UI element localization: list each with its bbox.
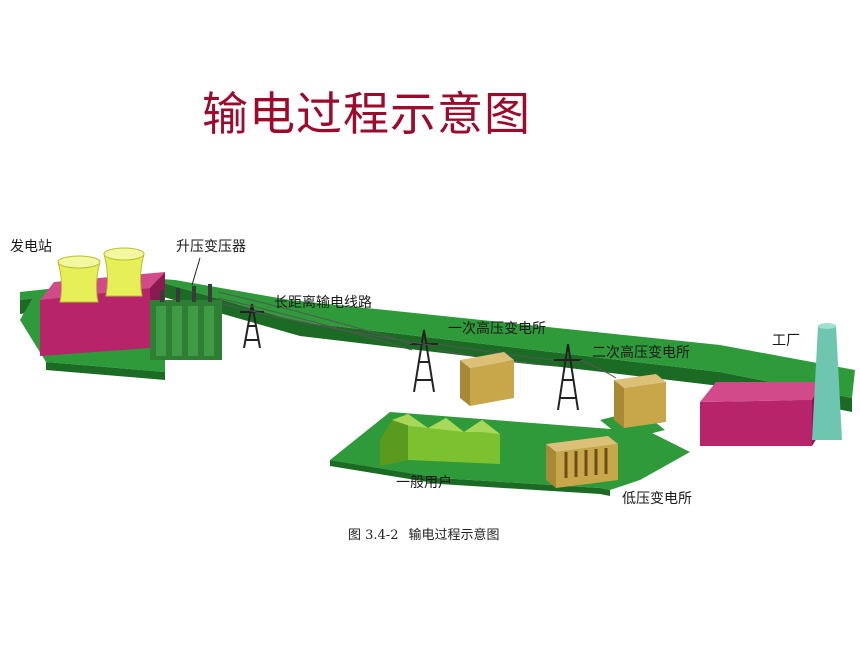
figure-caption: 图 3.4-2 输电过程示意图 (348, 524, 510, 543)
cooling-tower-icon (57, 255, 101, 303)
households (380, 414, 500, 466)
long-distance-power-lines (217, 291, 617, 379)
secondary-hv-substation (614, 374, 666, 428)
label-power-plant: 发电站 (10, 239, 52, 255)
label-primary-hv-substation: 一次高压变电所 (448, 321, 546, 337)
label-step-up-transformer: 升压变压器 (176, 239, 246, 255)
factory-chimney-icon (812, 323, 842, 440)
cooling-tower-icon (103, 247, 145, 297)
factory (700, 323, 842, 446)
power-plant (40, 247, 165, 356)
transmission-tower-icon (554, 343, 582, 411)
label-lv-substation: 低压变电所 (622, 491, 692, 507)
figure-number: 图 3.4-2 (348, 528, 399, 543)
label-factory: 工厂 (772, 333, 800, 349)
label-long-distance-line: 长距离输电线路 (274, 295, 372, 311)
transmission-tower-icon (410, 329, 438, 393)
label-households: 一般用户 (396, 475, 452, 491)
lv-substation (546, 436, 618, 488)
transmission-tower-icon (240, 303, 264, 349)
step-up-transformer (150, 257, 222, 360)
primary-hv-substation (460, 352, 514, 406)
figure-caption-text: 输电过程示意图 (408, 528, 500, 543)
label-secondary-hv-substation: 二次高压变电所 (592, 345, 690, 361)
page-title: 输电过程示意图 (202, 87, 531, 141)
